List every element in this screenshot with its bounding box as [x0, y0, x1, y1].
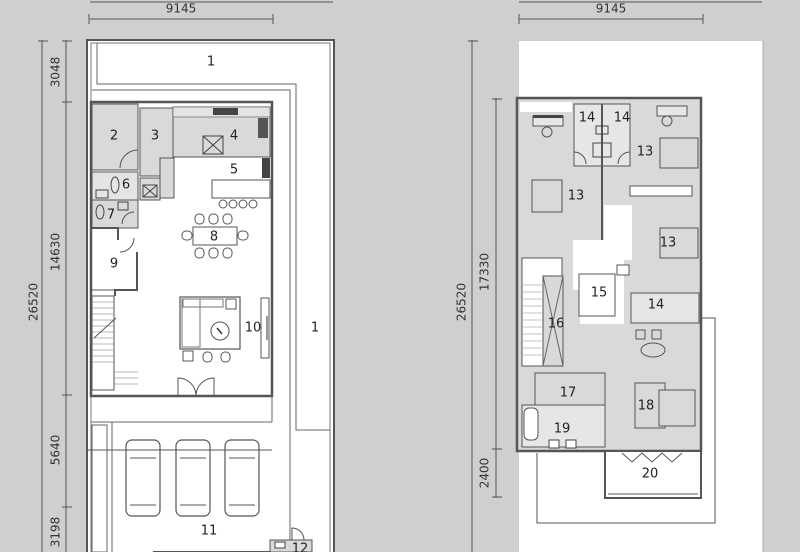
- car-icons: [125, 439, 260, 517]
- room-label-11: 11: [201, 524, 218, 539]
- room-label-14-left: 14: [579, 111, 596, 126]
- room-label-10: 10: [245, 321, 262, 336]
- upper-floor-plan: 9145 26520 17330 2400: [455, 1, 764, 552]
- room-label-14-lower: 14: [648, 298, 665, 313]
- ground-dim-5640: 5640: [49, 435, 63, 466]
- room-label-7: 7: [107, 208, 115, 223]
- ground-dim-3198: 3198: [49, 517, 63, 548]
- room-label-17: 17: [560, 386, 577, 401]
- room-label-4: 4: [230, 129, 238, 144]
- room-label-5: 5: [230, 163, 238, 178]
- ground-width-dimension: 9145: [166, 2, 197, 16]
- ground-floor-plan: 9145 3048 14630 26520 5640 3198: [27, 1, 335, 552]
- ground-dim-3048: 3048: [49, 57, 63, 88]
- room-label-1-yard-side: 1: [311, 321, 319, 336]
- room-label-12: 12: [292, 542, 309, 552]
- room-label-18: 18: [638, 399, 655, 414]
- room-label-6: 6: [122, 178, 130, 193]
- upper-dim-17330: 17330: [478, 253, 492, 291]
- room-label-13-top-right: 13: [637, 145, 654, 160]
- ground-dim-14630: 14630: [49, 233, 63, 271]
- room-label-9: 9: [110, 257, 118, 272]
- room-label-15: 15: [591, 286, 608, 301]
- room-label-16: 16: [548, 317, 565, 332]
- upper-dim-26520: 26520: [455, 283, 469, 321]
- room-label-13-left: 13: [568, 189, 585, 204]
- room-label-2: 2: [110, 129, 118, 144]
- ground-dim-26520: 26520: [27, 283, 41, 321]
- room-label-8: 8: [210, 230, 218, 245]
- room-label-19: 19: [554, 422, 571, 437]
- room-label-1-yard-top: 1: [207, 55, 215, 70]
- room-label-20: 20: [642, 467, 659, 482]
- upper-dim-2400: 2400: [478, 458, 492, 489]
- room-label-3: 3: [151, 129, 159, 144]
- room-label-13-mid-right: 13: [660, 236, 677, 251]
- upper-width-dimension: 9145: [596, 2, 627, 16]
- room-label-14-right: 14: [614, 111, 631, 126]
